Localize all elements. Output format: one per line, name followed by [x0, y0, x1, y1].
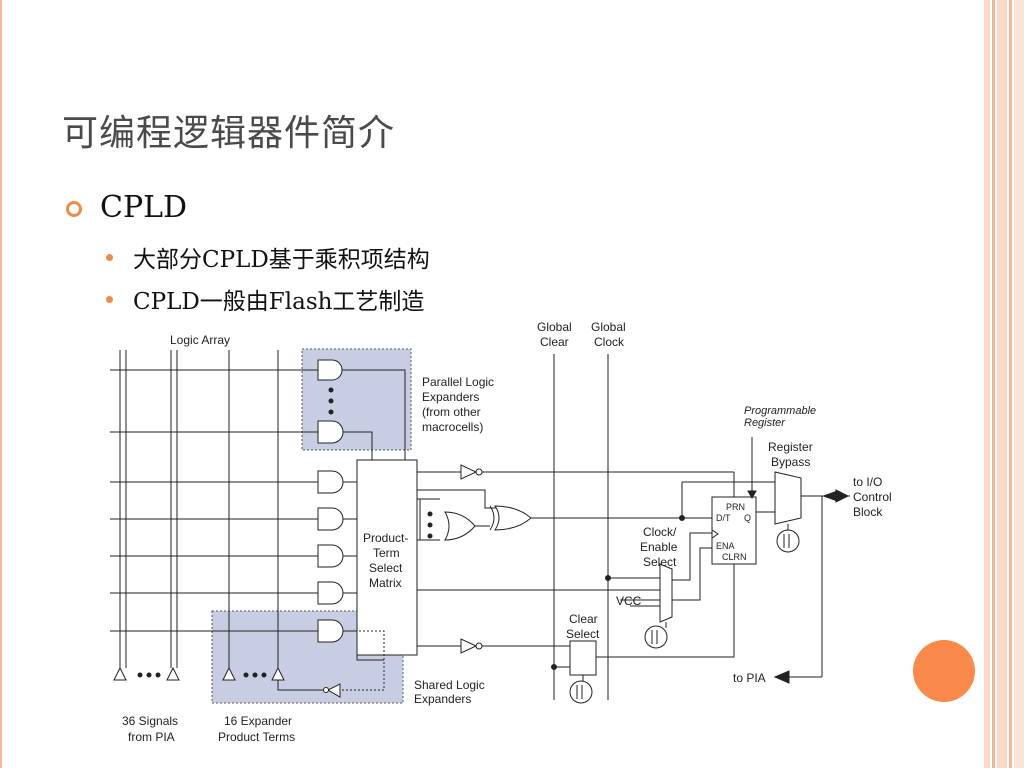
label-programmable-register-2: Register [744, 417, 786, 429]
label-parallel-3: (from other [422, 405, 481, 419]
sub-bullet-1: 大部分CPLD基于乘积项结构 [106, 240, 430, 274]
label-ena: ENA [716, 541, 735, 551]
sub-bullet-text: CPLD一般由Flash工艺制造 [133, 289, 425, 315]
slide-title: 可编程逻辑器件简介 [62, 113, 396, 154]
label-register-bypass-1: Register [768, 440, 813, 454]
ring-bullet-icon [66, 201, 82, 217]
label-signals-1: 36 Signals [122, 714, 178, 728]
label-clock-enable-3: Select [643, 555, 677, 569]
label-clock-enable-2: Enable [640, 540, 678, 554]
decorative-orange-circle [913, 640, 975, 702]
label-global-clear-1: Global [537, 320, 572, 334]
label-register-bypass-2: Bypass [771, 455, 810, 469]
edge-stripes [984, 0, 1024, 768]
label-dt: D/T [716, 513, 731, 523]
label-shared-1: Shared Logic [414, 678, 485, 692]
label-programmable-register-1: Programmable [744, 405, 816, 417]
label-expander-1: 16 Expander [224, 714, 292, 728]
label-pts-3: Select [369, 561, 403, 575]
label-clock-enable-1: Clock/ [643, 525, 677, 539]
label-parallel-4: macrocells) [422, 420, 483, 434]
dot-bullet-icon [106, 253, 113, 261]
label-logic-array: Logic Array [170, 333, 230, 347]
label-pts-2: Term [373, 546, 400, 560]
left-border-line [0, 0, 2, 768]
sub-bullet-text: 大部分CPLD基于乘积项结构 [133, 247, 430, 273]
label-pts-4: Matrix [369, 576, 402, 590]
label-to-io-1: to I/O [853, 475, 882, 489]
label-global-clock-1: Global [591, 320, 626, 334]
label-to-io-3: Block [853, 505, 883, 519]
main-bullet-text: CPLD [100, 190, 188, 225]
label-to-pia: to PIA [733, 671, 766, 685]
label-pts-1: Product- [363, 531, 408, 545]
label-expander-2: Product Terms [218, 730, 295, 744]
label-q: Q [744, 513, 751, 523]
product-term-select-matrix [356, 459, 418, 656]
label-shared-2: Expanders [414, 692, 471, 706]
label-parallel-2: Expanders [422, 390, 479, 404]
label-clear-select-1: Clear [569, 612, 598, 626]
sub-bullet-2: CPLD一般由Flash工艺制造 [106, 282, 424, 316]
dot-bullet-icon [106, 295, 113, 303]
label-clear-select-2: Select [566, 627, 600, 641]
label-parallel-1: Parallel Logic [422, 375, 494, 389]
label-signals-2: from PIA [128, 730, 175, 744]
main-bullet: CPLD [66, 190, 187, 225]
label-prn: PRN [726, 502, 745, 512]
label-global-clock-2: Clock [594, 335, 625, 349]
label-vcc: VCC [616, 594, 642, 608]
label-clrn: CLRN [722, 552, 747, 562]
label-to-io-2: Control [853, 490, 892, 504]
label-global-clear-2: Clear [540, 335, 569, 349]
